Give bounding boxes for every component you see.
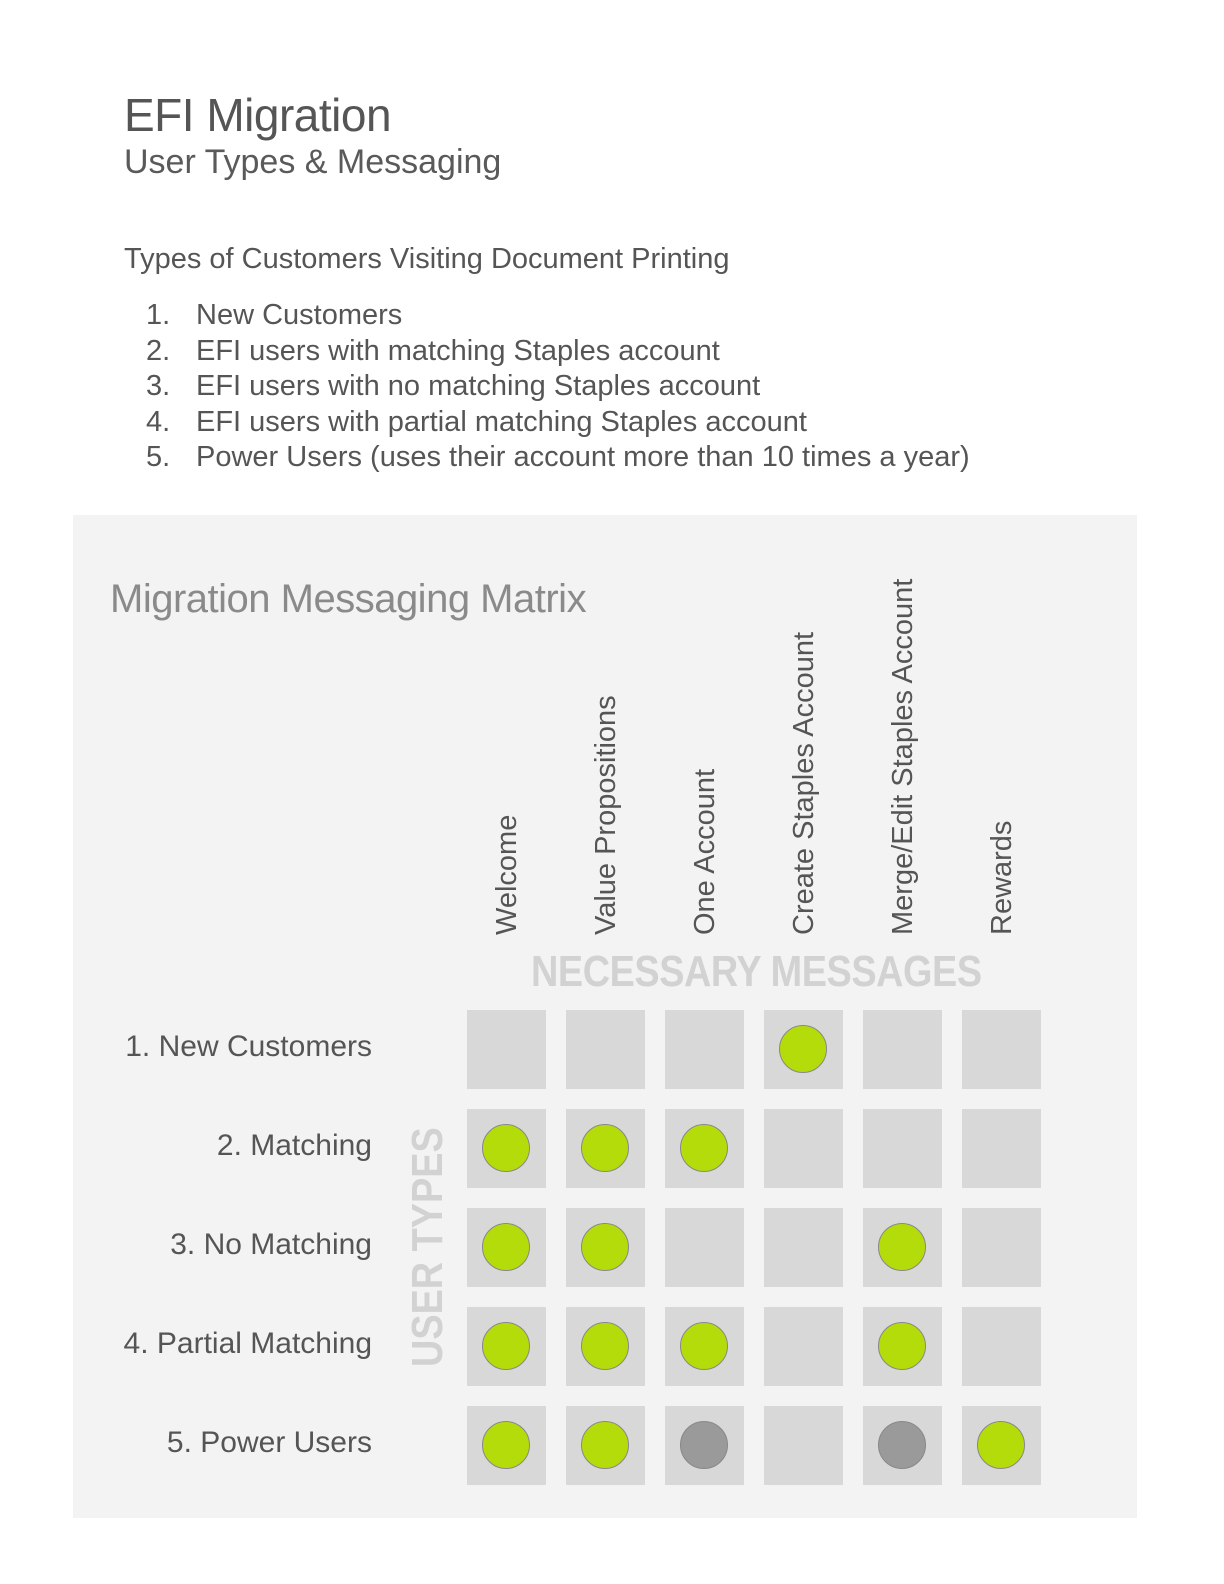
matrix-cell-5-power-users-rewards <box>962 1406 1041 1485</box>
green-dot-marker <box>482 1322 530 1370</box>
green-dot-marker <box>680 1322 728 1370</box>
green-dot-marker <box>878 1322 926 1370</box>
green-dot-marker <box>482 1124 530 1172</box>
list-item-text: New Customers <box>196 299 403 331</box>
matrix-cell-3-no-matching-welcome <box>467 1208 546 1287</box>
green-dot-marker <box>581 1223 629 1271</box>
list-item: 5. Power Users (uses their account more t… <box>146 440 970 476</box>
messaging-matrix: Migration Messaging Matrix NECESSARY MES… <box>73 515 1137 1518</box>
list-item: 2. EFI users with matching Staples accoun… <box>146 334 970 370</box>
matrix-cell-3-no-matching-value-propositions <box>566 1208 645 1287</box>
green-dot-marker <box>779 1025 827 1073</box>
list-item-number: 3. <box>146 370 171 403</box>
matrix-cell-2-matching-value-propositions <box>566 1109 645 1188</box>
column-header-label: Merge/Edit Staples Account <box>886 578 919 935</box>
columns-axis-label: NECESSARY MESSAGES <box>531 947 982 996</box>
list-item-text: EFI users with partial matching Staples … <box>196 405 807 438</box>
matrix-cell-1-new-customers-merge-edit-staples-account <box>863 1010 942 1089</box>
matrix-cell-5-power-users-welcome <box>467 1406 546 1485</box>
customer-types-heading: Types of Customers Visiting Document Pri… <box>124 243 730 275</box>
gray-dot-marker <box>680 1421 728 1469</box>
matrix-title: Migration Messaging Matrix <box>110 577 587 621</box>
matrix-cell-1-new-customers-rewards <box>962 1010 1041 1089</box>
matrix-cell-4-partial-matching-create-staples-account <box>764 1307 843 1386</box>
green-dot-marker <box>977 1421 1025 1469</box>
list-item-text: EFI users with matching Staples account <box>196 334 720 367</box>
matrix-cell-2-matching-create-staples-account <box>764 1109 843 1188</box>
green-dot-marker <box>680 1124 728 1172</box>
list-item-number: 1. <box>146 299 171 331</box>
page-title: EFI Migration <box>124 89 392 141</box>
row-label: 5. Power Users <box>166 1426 372 1459</box>
matrix-cell-1-new-customers-welcome <box>467 1010 546 1089</box>
matrix-cell-1-new-customers-one-account <box>665 1010 744 1089</box>
page-subtitle: User Types & Messaging <box>124 143 502 181</box>
matrix-cell-5-power-users-value-propositions <box>566 1406 645 1485</box>
green-dot-marker <box>482 1421 530 1469</box>
row-label: 1. New Customers <box>125 1030 372 1063</box>
list-item-number: 2. <box>146 334 171 367</box>
matrix-cell-5-power-users-merge-edit-staples-account <box>863 1406 942 1485</box>
rows-axis-label: USER TYPES <box>403 1127 452 1367</box>
matrix-cell-4-partial-matching-value-propositions <box>566 1307 645 1386</box>
green-dot-marker <box>581 1124 629 1172</box>
matrix-cell-2-matching-welcome <box>467 1109 546 1188</box>
column-header-label: One Account <box>688 768 721 935</box>
green-dot-marker <box>482 1223 530 1271</box>
green-dot-marker <box>581 1421 629 1469</box>
matrix-cell-5-power-users-create-staples-account <box>764 1406 843 1485</box>
matrix-cell-1-new-customers-value-propositions <box>566 1010 645 1089</box>
list-item-number: 4. <box>146 405 171 438</box>
column-header-label: Create Staples Account <box>787 631 820 935</box>
list-item: 1. New Customers <box>146 298 970 334</box>
matrix-cell-3-no-matching-rewards <box>962 1208 1041 1287</box>
matrix-cell-3-no-matching-merge-edit-staples-account <box>863 1208 942 1287</box>
matrix-cell-2-matching-rewards <box>962 1109 1041 1188</box>
green-dot-marker <box>581 1322 629 1370</box>
matrix-cell-4-partial-matching-welcome <box>467 1307 546 1386</box>
row-label: 2. Matching <box>216 1129 372 1162</box>
matrix-cell-4-partial-matching-one-account <box>665 1307 744 1386</box>
green-dot-marker <box>878 1223 926 1271</box>
list-item-number: 5. <box>146 441 171 474</box>
matrix-cell-1-new-customers-create-staples-account <box>764 1010 843 1089</box>
customer-types-list: 1. New Customers 2. EFI users with matchin… <box>146 298 970 476</box>
matrix-cell-2-matching-merge-edit-staples-account <box>863 1109 942 1188</box>
matrix-cell-2-matching-one-account <box>665 1109 744 1188</box>
list-item-text: EFI users with no matching Staples accou… <box>196 370 761 403</box>
matrix-cell-5-power-users-one-account <box>665 1406 744 1485</box>
column-header-label: Welcome <box>490 814 523 935</box>
column-header-label: Value Propositions <box>589 695 622 935</box>
row-label: 4. Partial Matching <box>123 1327 372 1360</box>
matrix-cell-4-partial-matching-merge-edit-staples-account <box>863 1307 942 1386</box>
matrix-cell-3-no-matching-create-staples-account <box>764 1208 843 1287</box>
matrix-cell-3-no-matching-one-account <box>665 1208 744 1287</box>
column-header-label: Rewards <box>985 820 1018 935</box>
row-label: 3. No Matching <box>170 1228 372 1261</box>
list-item-text: Power Users (uses their account more tha… <box>196 441 970 474</box>
list-item: 3. EFI users with no matching Staples acc… <box>146 369 970 405</box>
matrix-cell-4-partial-matching-rewards <box>962 1307 1041 1386</box>
gray-dot-marker <box>878 1421 926 1469</box>
list-item: 4. EFI users with partial matching Staple… <box>146 405 970 441</box>
